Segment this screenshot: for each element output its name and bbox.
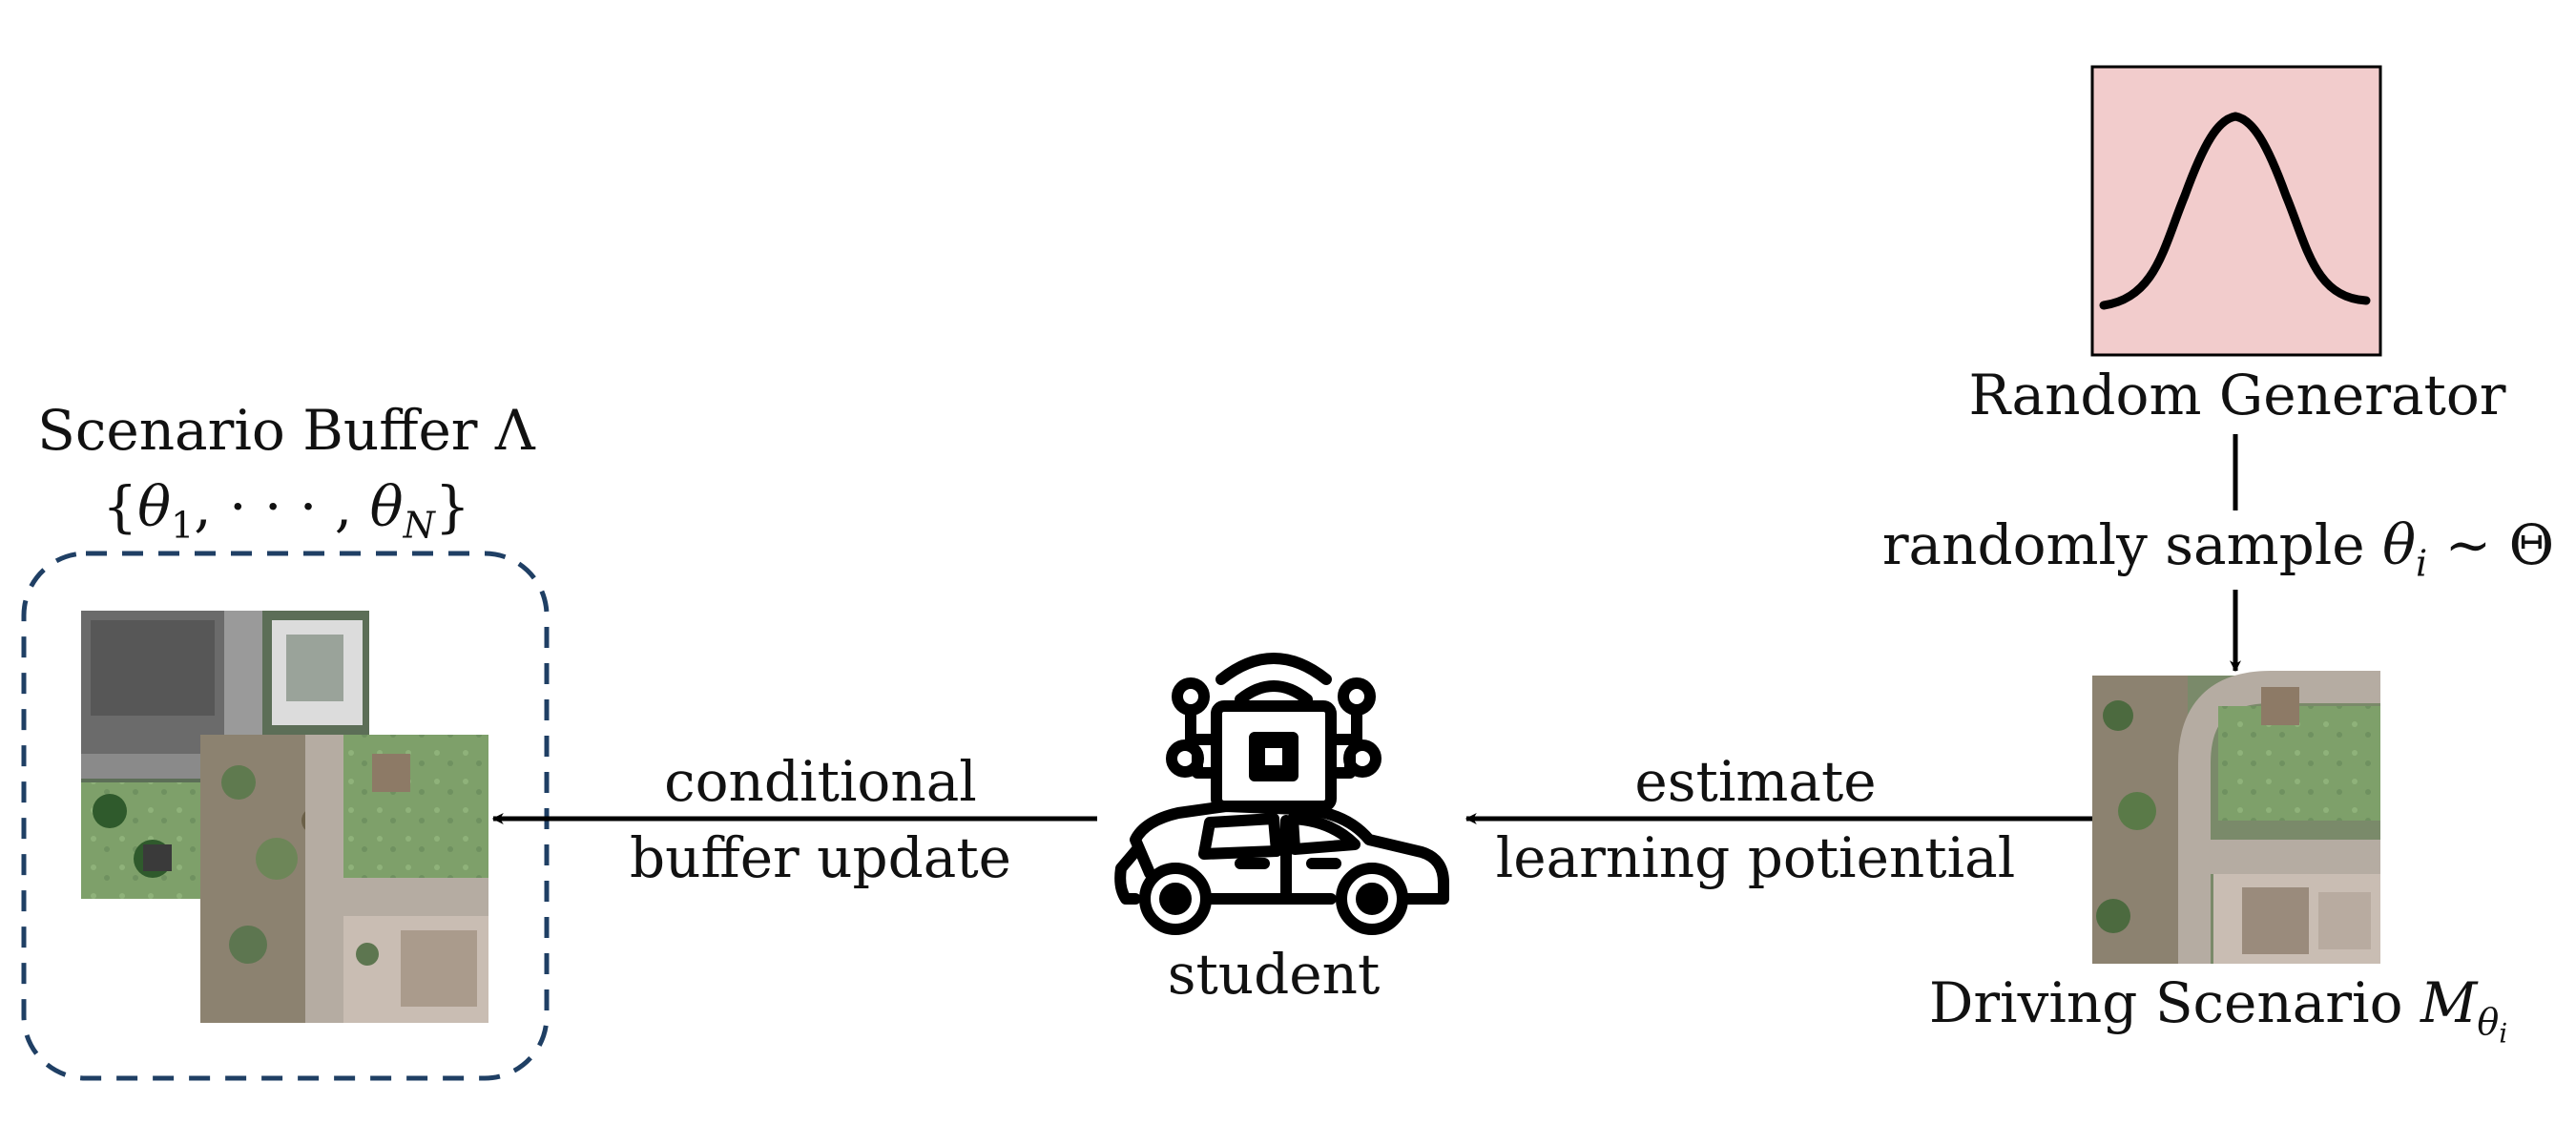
student-label: student (1167, 942, 1381, 1007)
set-theta-first: θ (137, 474, 172, 539)
generator-box (2090, 65, 2382, 357)
buffer-title: Scenario Buffer Λ (37, 398, 535, 463)
scenario-text: Driving Scenario (1928, 970, 2420, 1035)
scenario-buffer-box (21, 551, 550, 1081)
buffer-set-notation: {θ1, · · · , θN} (19, 472, 553, 560)
edge-estimate-line2: learning potiential (1495, 825, 2016, 890)
set-sub-first: 1 (171, 504, 195, 547)
edge-update-line2: buffer update (630, 825, 1011, 890)
set-close-brace: } (434, 474, 470, 539)
sample-theta: θ (2382, 512, 2416, 577)
set-open-brace: { (102, 474, 138, 539)
scenario-symbol: M (2420, 970, 2478, 1035)
scenario-sub: θi (2477, 1000, 2508, 1050)
sample-text: randomly sample (1881, 512, 2383, 577)
set-theta-last: θ (369, 474, 404, 539)
robot-car-icon (1114, 653, 1449, 935)
scenario-label: Driving Scenario Mθi (1870, 968, 2566, 1068)
sample-rest: ∼ Θ (2427, 512, 2555, 577)
buffer-map-image-front (200, 735, 488, 1023)
gaussian-curve-icon (2099, 112, 2371, 310)
sample-sub: i (2415, 542, 2428, 585)
edge-update-line1: conditional (664, 749, 977, 814)
set-sub-last: N (403, 504, 435, 547)
set-ellipsis: , · · · , (194, 474, 370, 539)
sample-label: randomly sample θi ∼ Θ (1870, 510, 2566, 598)
driving-scenario-image (2092, 671, 2380, 964)
edge-estimate-line1: estimate (1634, 749, 1877, 814)
generator-label: Random Generator (1968, 363, 2506, 427)
